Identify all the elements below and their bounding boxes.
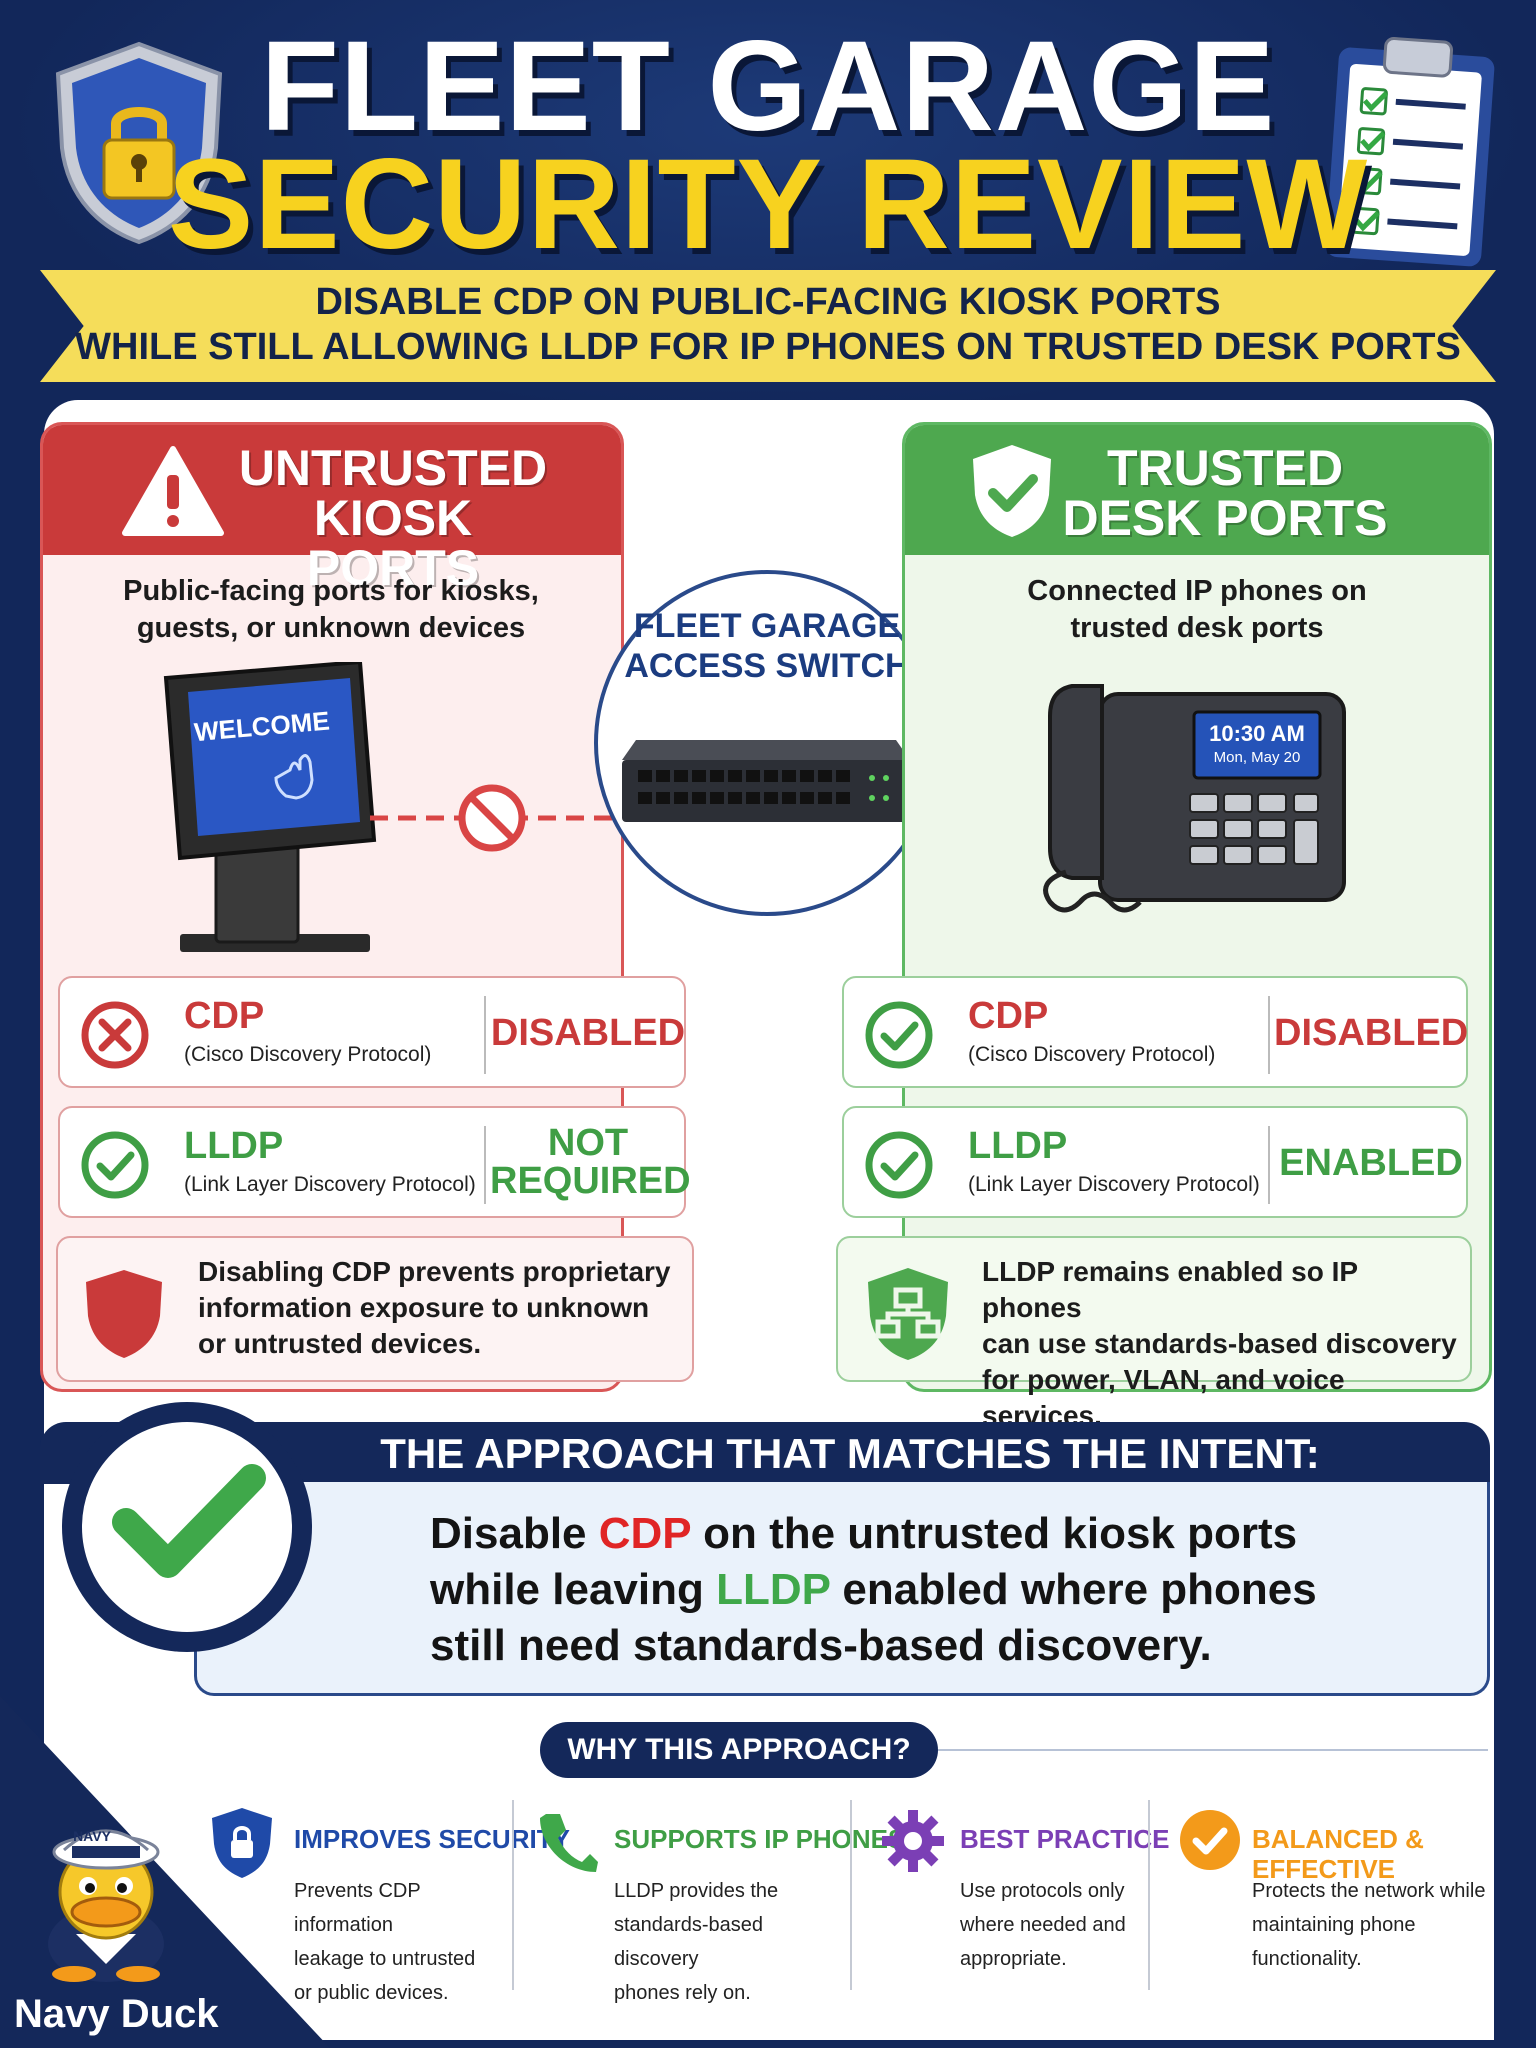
benefit-3-title: BEST PRACTICE xyxy=(960,1824,1170,1854)
untrusted-note: Disabling CDP prevents proprietary infor… xyxy=(56,1236,694,1382)
benefit-4-title: BALANCED & EFFECTIVE xyxy=(1252,1824,1424,1884)
approach-title: THE APPROACH THAT MATCHES THE INTENT: xyxy=(380,1430,1320,1477)
untrusted-cdp-status: CDP (Cisco Discovery Protocol) DISABLED xyxy=(58,976,686,1088)
approach-cdp-highlight: CDP xyxy=(598,1509,691,1558)
check-circle-icon xyxy=(81,1131,149,1199)
shield-check-icon xyxy=(973,445,1051,537)
lldp-full-name: (Link Layer Discovery Protocol) xyxy=(968,1173,1260,1196)
approach-box xyxy=(194,1482,1490,1696)
cdp-full-name: (Cisco Discovery Protocol) xyxy=(184,1043,432,1066)
approach-check-circle xyxy=(62,1402,312,1652)
subtitle-line1: DISABLE CDP ON PUBLIC-FACING KIOSK PORTS xyxy=(315,281,1221,323)
approach-line3: still need standards-based discovery. xyxy=(430,1621,1212,1670)
trusted-note: LLDP remains enabled so IP phones can us… xyxy=(836,1236,1472,1431)
mascot-name: Navy Duck xyxy=(14,1992,219,2036)
untrusted-note-line2: information exposure to unknown xyxy=(198,1292,650,1323)
trusted-note-line2: can use standards-based discovery xyxy=(982,1328,1457,1359)
trusted-cdp-status-value: DISABLED xyxy=(1274,1012,1469,1054)
approach-line1: Disable CDP on the untrusted kiosk ports xyxy=(430,1509,1298,1558)
phone-time: 10:30 AM xyxy=(1209,721,1305,746)
trusted-lldp-status: LLDP (Link Layer Discovery Protocol) ENA… xyxy=(842,1106,1468,1218)
trusted-desc-line1: Connected IP phones on xyxy=(1027,575,1367,607)
why-title: WHY THIS APPROACH? xyxy=(567,1733,911,1766)
gear-icon xyxy=(882,1810,944,1872)
page-title-line1: FLEET GARAGE xyxy=(260,15,1276,158)
check-circle-icon xyxy=(865,1131,933,1199)
phone-display: 10:30 AM Mon, May 20 xyxy=(1194,722,1320,770)
trusted-desc-line2: trusted desk ports xyxy=(1070,612,1324,644)
lldp-full-name: (Link Layer Discovery Protocol) xyxy=(184,1173,476,1196)
subtitle-line2: WHILE STILL ALLOWING LLDP FOR IP PHONES … xyxy=(75,326,1461,368)
subtitle: DISABLE CDP ON PUBLIC-FACING KIOSK PORTS… xyxy=(60,280,1476,370)
untrusted-desc-line1: Public-facing ports for kiosks, xyxy=(123,575,539,607)
switch-title: FLEET GARAGE ACCESS SWITCH xyxy=(594,606,940,686)
network-switch-icon xyxy=(622,740,910,822)
trusted-lldp-status-value: ENABLED xyxy=(1279,1142,1463,1184)
phone-icon xyxy=(540,1814,598,1872)
untrusted-cdp-status-value: DISABLED xyxy=(490,1012,686,1054)
clipboard-checklist-icon xyxy=(1326,37,1495,267)
check-circle-icon xyxy=(865,1001,933,1069)
mascot-hat-text: NAVY xyxy=(73,1828,111,1844)
cdp-label: CDP xyxy=(184,995,265,1037)
trusted-note-line1: LLDP remains enabled so IP phones xyxy=(982,1256,1358,1323)
network-shield-icon xyxy=(868,1268,948,1360)
trusted-description: Connected IP phones on trusted desk port… xyxy=(905,573,1489,647)
lock-shield-icon xyxy=(212,1808,272,1878)
red-shield-icon xyxy=(86,1270,162,1358)
switch-title-line1: FLEET GARAGE xyxy=(633,607,901,645)
untrusted-title-line2: KIOSK PORTS xyxy=(306,490,480,596)
untrusted-description: Public-facing ports for kiosks, guests, … xyxy=(43,573,621,647)
page-title-line2: SECURITY REVIEW xyxy=(167,133,1369,276)
benefit-1-title: IMPROVES SECURITY xyxy=(294,1824,570,1854)
navy-duck-mascot-icon xyxy=(48,1829,164,1982)
untrusted-note-line3: or untrusted devices. xyxy=(198,1328,482,1359)
lldp-status-line1: NOT xyxy=(547,1122,629,1164)
cdp-full-name: (Cisco Discovery Protocol) xyxy=(968,1043,1216,1066)
kiosk-icon xyxy=(163,662,377,952)
untrusted-lldp-status-value: NOT REQUIRED xyxy=(490,1122,691,1202)
untrusted-desc-line2: guests, or unknown devices xyxy=(136,612,526,644)
approach-line2: while leaving LLDP enabled where phones xyxy=(430,1565,1317,1614)
ip-phone-icon xyxy=(1043,684,1346,913)
benefit-2-title: SUPPORTS IP PHONES xyxy=(614,1824,906,1854)
untrusted-note-line1: Disabling CDP prevents proprietary xyxy=(198,1256,671,1287)
warning-icon xyxy=(122,446,224,536)
phone-date: Mon, May 20 xyxy=(1213,749,1301,766)
check-badge-icon xyxy=(1180,1810,1240,1870)
x-circle-icon xyxy=(81,1001,149,1069)
switch-title-line2: ACCESS SWITCH xyxy=(624,647,910,685)
approach-statement: Disable CDP on the untrusted kiosk ports… xyxy=(430,1506,1470,1674)
lldp-label: LLDP xyxy=(184,1125,284,1167)
cdp-label: CDP xyxy=(968,995,1049,1037)
trusted-title-line2: DESK PORTS xyxy=(1062,490,1388,546)
trusted-title-line1: TRUSTED xyxy=(1106,440,1344,496)
big-check-icon xyxy=(112,1464,266,1578)
lldp-label: LLDP xyxy=(968,1125,1068,1167)
trusted-cdp-status: CDP (Cisco Discovery Protocol) DISABLED xyxy=(842,976,1468,1088)
blocked-link xyxy=(370,784,614,852)
why-divider xyxy=(938,1749,1488,1751)
trusted-desk-ports-card: TRUSTED DESK PORTS Connected IP phones o… xyxy=(902,422,1492,1392)
untrusted-title-line1: UNTRUSTED xyxy=(238,440,548,496)
shield-lock-icon xyxy=(55,41,223,245)
subtitle-ribbon xyxy=(40,270,1496,382)
approach-lldp-highlight: LLDP xyxy=(716,1565,831,1614)
why-pill xyxy=(540,1722,938,1778)
untrusted-kiosk-ports-card: UNTRUSTED KIOSK PORTS Public-facing port… xyxy=(40,422,624,1392)
untrusted-lldp-status: LLDP (Link Layer Discovery Protocol) NOT… xyxy=(58,1106,691,1218)
lldp-status-line2: REQUIRED xyxy=(490,1160,691,1202)
